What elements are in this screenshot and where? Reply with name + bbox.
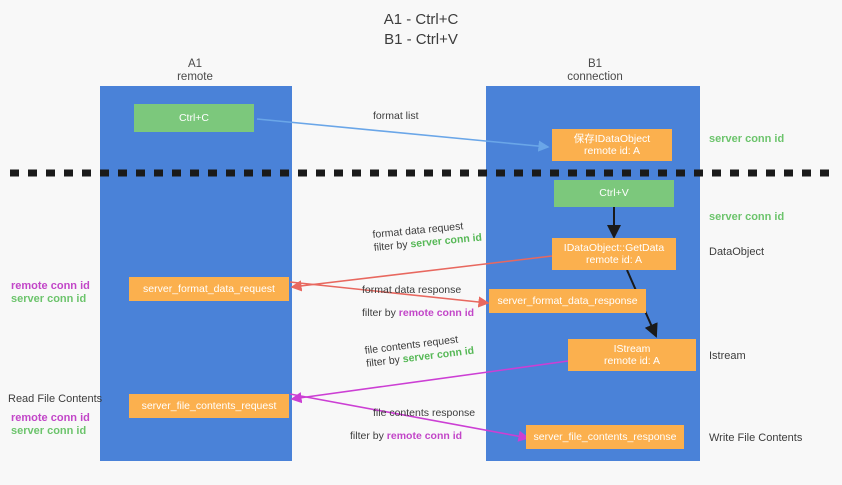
- edge-label-file-contents-response-line1: file contents response: [373, 407, 476, 419]
- annotation-server-conn-id-left-1: server conn id: [11, 293, 87, 305]
- node-idataobject-getdata-line1: IDataObject::GetData: [563, 241, 665, 254]
- node-server-file-contents-response[interactable]: server_file_contents_response: [526, 425, 684, 449]
- node-istream-line2: remote id: A: [603, 355, 661, 367]
- edge-label-format-list: format list: [373, 110, 419, 122]
- filter-token-remote-conn-id: remote conn id: [386, 430, 463, 442]
- node-save-idataobject[interactable]: 保存IDataObject remote id: A: [552, 129, 672, 161]
- node-server-format-data-request-label: server_format_data_request: [143, 282, 275, 295]
- column-header-a1: A1 remote: [177, 58, 213, 83]
- page-title: A1 - Ctrl+C B1 - Ctrl+V: [383, 11, 459, 48]
- node-ctrl-v[interactable]: Ctrl+V: [554, 180, 674, 207]
- node-ctrl-v-label: Ctrl+V: [599, 187, 629, 200]
- edge-label-format-data-response-line2: filter by remote conn id: [362, 307, 474, 320]
- node-server-file-contents-request[interactable]: server_file_contents_request: [129, 394, 289, 418]
- annotation-write-file-contents: Write File Contents: [709, 432, 803, 444]
- node-server-format-data-response-label: server_format_data_response: [497, 294, 638, 307]
- annotation-remote-conn-id-1: remote conn id: [11, 280, 90, 292]
- node-ctrl-c[interactable]: Ctrl+C: [134, 104, 254, 132]
- annotation-server-conn-id-1: server conn id: [709, 133, 785, 145]
- filter-token-remote-conn-id: remote conn id: [398, 307, 475, 319]
- node-server-format-data-response[interactable]: server_format_data_response: [489, 289, 646, 313]
- annotation-remote-conn-id-2: remote conn id: [11, 412, 90, 424]
- edge-label-file-contents-response: file contents response filter by remote …: [350, 407, 476, 443]
- node-ctrl-c-label: Ctrl+C: [178, 111, 210, 124]
- filter-prefix: filter by: [350, 430, 387, 442]
- column-header-b1: B1 connection: [567, 58, 623, 83]
- node-server-file-contents-response-label: server_file_contents_response: [533, 430, 677, 443]
- edge-label-format-data-request: format data request filter by server con…: [372, 219, 483, 255]
- node-save-idataobject-line2: remote id: A: [583, 145, 641, 157]
- node-idataobject-getdata-line2: remote id: A: [585, 254, 643, 266]
- node-server-format-data-request[interactable]: server_format_data_request: [129, 277, 289, 301]
- filter-prefix: filter by: [362, 307, 399, 319]
- edge-label-format-data-response-line1: format data response: [362, 284, 462, 296]
- node-istream-line1: IStream: [613, 342, 651, 355]
- node-save-idataobject-line1: 保存IDataObject: [573, 132, 651, 145]
- annotation-istream: Istream: [709, 350, 746, 362]
- annotation-server-conn-id-2: server conn id: [709, 211, 785, 223]
- edge-label-file-contents-request: file contents request filter by server c…: [364, 332, 475, 371]
- node-server-file-contents-request-label: server_file_contents_request: [141, 399, 277, 412]
- edge-label-file-contents-response-line2: filter by remote conn id: [350, 430, 475, 443]
- edge-label-format-data-response: format data response filter by remote co…: [362, 284, 474, 320]
- annotation-read-file-contents: Read File Contents: [8, 393, 103, 405]
- node-idataobject-getdata[interactable]: IDataObject::GetData remote id: A: [552, 238, 676, 270]
- annotation-server-conn-id-left-2: server conn id: [11, 425, 87, 437]
- filter-prefix: filter by: [373, 238, 411, 254]
- annotation-dataobject: DataObject: [709, 246, 765, 258]
- node-istream[interactable]: IStream remote id: A: [568, 339, 696, 371]
